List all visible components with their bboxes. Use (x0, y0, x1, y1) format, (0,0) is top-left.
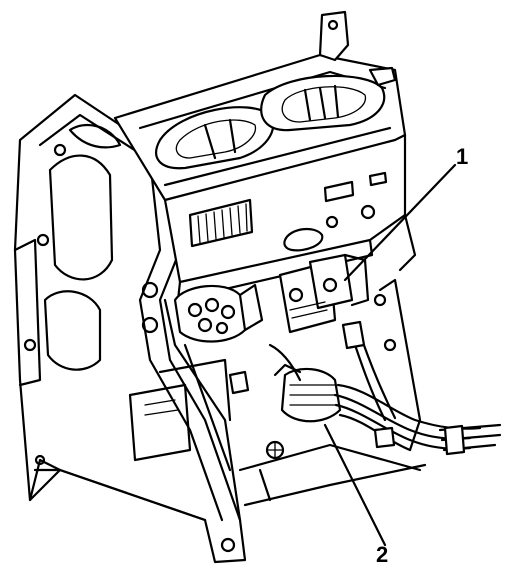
callout-2-label: 2 (376, 542, 388, 567)
upper-console-housing (113, 10, 417, 302)
callout-1-label: 1 (456, 144, 468, 169)
left-side-frame (13, 93, 247, 564)
left-connector (173, 283, 264, 343)
right-connector (278, 253, 370, 334)
wire-harness (268, 320, 502, 456)
lower-bracket (128, 278, 427, 522)
callout-1-leader (343, 163, 457, 282)
callout-2-leader (323, 423, 387, 547)
